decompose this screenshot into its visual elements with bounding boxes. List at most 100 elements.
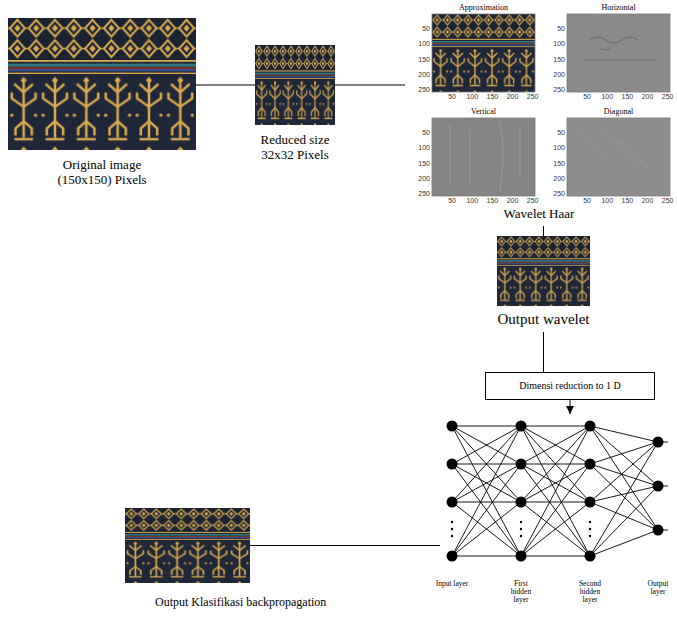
tick-label: 150	[482, 197, 502, 205]
tick-label: 200	[408, 175, 430, 183]
connector-line	[543, 332, 544, 372]
tick-label: 250	[658, 197, 677, 205]
connector-line	[335, 85, 405, 86]
subplot-title: Vertical	[422, 107, 545, 116]
tick-label: 200	[543, 71, 565, 79]
neuron	[516, 497, 527, 508]
tick-label: 200	[408, 71, 430, 79]
subplot: Diagonal	[567, 118, 670, 196]
caption: Wavelet Haar	[405, 207, 673, 222]
detail-texture	[450, 122, 520, 192]
horizontal-plot	[567, 14, 670, 92]
neuron	[447, 459, 458, 470]
plot-frame	[432, 14, 535, 92]
tick-label: 200	[637, 197, 657, 205]
ellipsis-dot	[520, 528, 522, 530]
image-node: Original image (150x150) Pixels	[8, 18, 196, 150]
tick-label: 250	[543, 86, 565, 94]
image-node: Output Klasifikasi backpropagation	[125, 508, 250, 583]
tick-label: 50	[543, 25, 565, 33]
neuron	[653, 481, 664, 492]
tick-label: 50	[442, 197, 462, 205]
neuron	[516, 421, 527, 432]
tick-label: 50	[577, 93, 597, 101]
layer-label: Output layer	[641, 580, 675, 596]
ellipsis-dot	[451, 528, 453, 530]
diagonal-plot	[567, 118, 670, 196]
tick-label: 250	[523, 197, 543, 205]
layer-label: First hidden layer	[504, 580, 538, 604]
tick-label: 250	[543, 190, 565, 198]
ellipsis-dot	[589, 535, 591, 537]
network-figure: Input layerFirst hidden layerSecond hidd…	[440, 414, 672, 606]
image-node: Reduced size 32x32 Pixels	[255, 45, 335, 125]
tick-label: 100	[597, 197, 617, 205]
plot-frame	[567, 14, 670, 92]
neuron	[447, 497, 458, 508]
reduced-image	[255, 45, 335, 125]
output-wavelet-image	[497, 236, 590, 306]
tick-label: 50	[543, 129, 565, 137]
tick-label: 150	[543, 160, 565, 168]
tick-label: 150	[617, 197, 637, 205]
layer-label: Input layer	[435, 580, 469, 588]
ellipsis-dot	[589, 528, 591, 530]
tick-label: 100	[543, 144, 565, 152]
original-image	[8, 18, 196, 150]
tick-label: 200	[543, 175, 565, 183]
ellipsis-dot	[451, 521, 453, 523]
plot-frame	[432, 14, 670, 196]
ellipsis-dot	[451, 535, 453, 537]
neuron	[447, 551, 458, 562]
neuron	[585, 497, 596, 508]
caption: Output Klasifikasi backpropagation	[155, 596, 415, 610]
image-node: Output wavelet	[497, 236, 590, 332]
subplot-title: Approximation	[422, 3, 545, 12]
connector-line	[196, 85, 255, 86]
tick-label: 150	[408, 56, 430, 64]
tick-label: 250	[408, 86, 430, 94]
vertical-plot	[432, 118, 535, 196]
plot-frame	[567, 118, 670, 196]
tick-label: 200	[637, 93, 657, 101]
classification-image	[125, 508, 250, 583]
ellipsis-dot	[589, 521, 591, 523]
tick-label: 100	[408, 144, 430, 152]
ellipsis-dot	[520, 535, 522, 537]
ellipsis-dot	[520, 521, 522, 523]
subplot: Horizontal	[567, 14, 670, 92]
tick-label: 50	[577, 197, 597, 205]
tick-label: 250	[408, 190, 430, 198]
caption: Original image (150x150) Pixels	[42, 158, 162, 188]
tick-label: 150	[482, 93, 502, 101]
neuron	[447, 421, 458, 432]
box-label: Dimensi reduction to 1 D	[519, 380, 621, 392]
tick-label: 50	[408, 129, 430, 137]
subplot: Approximation	[432, 14, 535, 92]
layer-label: Second hidden layer	[573, 580, 607, 604]
neuron	[585, 421, 596, 432]
connector-arrow	[570, 400, 571, 414]
tick-label: 200	[502, 93, 522, 101]
tick-label: 50	[442, 93, 462, 101]
network-links	[452, 426, 668, 556]
neuron	[653, 437, 664, 448]
detail-texture	[585, 37, 655, 60]
tick-label: 150	[408, 160, 430, 168]
neuron	[653, 525, 664, 536]
connector-line	[543, 226, 544, 236]
tick-label: 100	[408, 40, 430, 48]
approximation-plot	[432, 14, 535, 92]
subplot-title: Horizontal	[557, 3, 677, 12]
subplot: Vertical	[432, 118, 535, 196]
process-box: Dimensi reduction to 1 D	[485, 372, 655, 400]
neuron	[516, 551, 527, 562]
connector-line	[250, 545, 440, 546]
neuron	[585, 459, 596, 470]
tick-label: 50	[408, 25, 430, 33]
neuron	[516, 459, 527, 470]
detail-texture	[575, 125, 650, 170]
network-neurons	[447, 421, 664, 562]
